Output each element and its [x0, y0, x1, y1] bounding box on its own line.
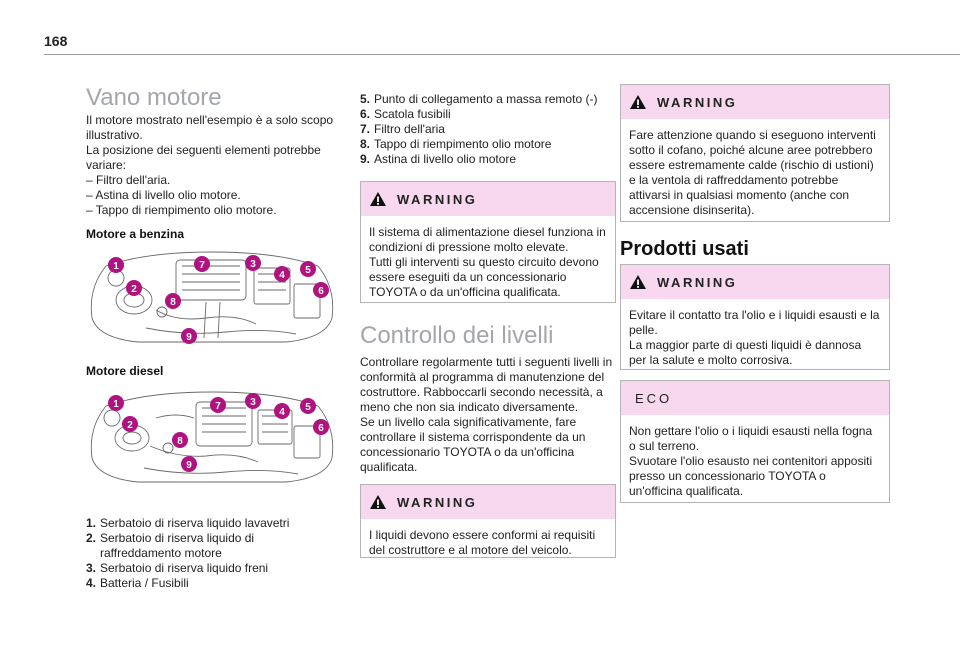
callout-badge: 2	[127, 420, 133, 431]
list-item-text: Serbatoio di riserva liquido lavavetri	[100, 516, 290, 530]
list-item-number: 9.	[360, 152, 371, 166]
warning-text: Tutti gli interventi su questo circuito …	[369, 255, 599, 299]
header-rule	[44, 54, 960, 55]
callout-badge: 5	[305, 402, 311, 413]
levels-paragraph: Se un livello cala significativamente, f…	[360, 415, 586, 474]
list-item-number: 7.	[360, 122, 371, 136]
levels-paragraph: Controllare regolarmente tutti i seguent…	[360, 355, 613, 414]
list-item: 5.Punto di collegamento a massa remoto (…	[360, 92, 616, 107]
petrol-engine-diagram: 1 2 3 4 5 6 7 8 9	[90, 251, 334, 344]
callout-badge: 6	[318, 423, 324, 434]
list-item-text: Astina di livello olio motore	[374, 152, 517, 166]
callout-badge: 4	[279, 270, 285, 281]
warning-box-skin-contact: WARNING Evitare il contatto tra l'olio e…	[620, 264, 890, 370]
callout-badge: 6	[318, 286, 324, 297]
warning-text: I liquidi devono essere conformi ai requ…	[369, 528, 596, 557]
warning-box-body: Il sistema di alimentazione diesel funzi…	[361, 216, 615, 308]
eco-title: ECO	[635, 390, 673, 406]
intro-line: – Tappo di riempimento olio motore.	[86, 203, 277, 217]
warning-triangle-icon	[370, 495, 386, 509]
list-item: 9.Astina di livello olio motore	[360, 152, 616, 167]
list-item: 4.Batteria / Fusibili	[86, 576, 338, 591]
list-item-number: 8.	[360, 137, 371, 151]
list-item: 6.Scatola fusibili	[360, 107, 616, 122]
list-item-number: 1.	[86, 516, 97, 530]
list-item-text: Filtro dell'aria	[374, 122, 445, 136]
section-title-levels: Controllo dei livelli	[360, 322, 554, 349]
callout-badge: 7	[215, 401, 221, 412]
warning-box-header: WARNING	[361, 485, 615, 519]
list-item-text: Scatola fusibili	[374, 107, 451, 121]
warning-title: WARNING	[397, 191, 478, 207]
diesel-engine-heading: Motore diesel	[86, 364, 164, 378]
list-item: 2.Serbatoio di riserva liquido di raffre…	[86, 531, 338, 561]
petrol-engine-heading: Motore a benzina	[86, 227, 185, 241]
section-title-products: Prodotti usati	[620, 238, 749, 260]
list-item-text: Serbatoio di riserva liquido di raffredd…	[100, 531, 255, 560]
warning-title: WARNING	[657, 94, 738, 110]
list-item-number: 4.	[86, 576, 97, 590]
warning-box-body: Fare attenzione quando si eseguono inter…	[621, 119, 889, 226]
diesel-engine-diagram: 1 2 3 4 5 6 7 8 9	[90, 391, 334, 483]
list-item-text: Tappo di riempimento olio motore	[374, 137, 552, 151]
diesel-callouts: 1 2 3 4 5 6 7 8 9	[108, 393, 329, 472]
list-item-number: 6.	[360, 107, 371, 121]
warning-text: La maggior parte di questi liquidi è dan…	[629, 338, 862, 367]
list-item-number: 5.	[360, 92, 371, 106]
callout-badge: 4	[279, 407, 285, 418]
callout-badge: 9	[186, 332, 192, 343]
warning-box-fluids: WARNING I liquidi devono essere conformi…	[360, 484, 616, 558]
warning-triangle-icon	[370, 192, 386, 206]
eco-box-header: ECO	[621, 381, 889, 415]
callout-badge: 7	[199, 260, 205, 271]
intro-line: Il motore mostrato nell'esempio è a solo…	[86, 113, 334, 142]
warning-box-diesel: WARNING Il sistema di alimentazione dies…	[360, 181, 616, 303]
eco-text: Svuotare l'olio esausto nei contenitori …	[629, 454, 873, 498]
list-item: 3.Serbatoio di riserva liquido freni	[86, 561, 338, 576]
list-item-text: Batteria / Fusibili	[100, 576, 189, 590]
warning-title: WARNING	[397, 494, 478, 510]
levels-text: Controllare regolarmente tutti i seguent…	[360, 355, 616, 475]
intro-text: Il motore mostrato nell'esempio è a solo…	[86, 113, 338, 218]
intro-line: La posizione dei seguenti elementi potre…	[86, 143, 321, 172]
callout-badge: 3	[250, 397, 256, 408]
list-item: 7.Filtro dell'aria	[360, 122, 616, 137]
warning-box-header: WARNING	[621, 265, 889, 299]
page-number: 168	[44, 33, 68, 49]
warning-text: Evitare il contatto tra l'olio e i liqui…	[629, 308, 880, 337]
list-item-number: 2.	[86, 531, 97, 545]
section-title-engine-bay: Vano motore	[86, 84, 222, 111]
warning-box-hot-areas: WARNING Fare attenzione quando si eseguo…	[620, 84, 890, 222]
eco-box-body: Non gettare l'olio o i liquidi esausti n…	[621, 415, 889, 507]
warning-triangle-icon	[630, 95, 646, 109]
intro-line: – Astina di livello olio motore.	[86, 188, 241, 202]
callout-badge: 3	[250, 259, 256, 270]
warning-title: WARNING	[657, 274, 738, 290]
warning-text: Fare attenzione quando si eseguono inter…	[629, 128, 876, 217]
warning-box-body: Evitare il contatto tra l'olio e i liqui…	[621, 299, 889, 376]
list-item-text: Serbatoio di riserva liquido freni	[100, 561, 269, 575]
callout-badge: 1	[113, 261, 119, 272]
eco-text: Non gettare l'olio o i liquidi esausti n…	[629, 424, 873, 453]
warning-triangle-icon	[630, 275, 646, 289]
callout-badge: 9	[186, 460, 192, 471]
callout-badge: 2	[131, 284, 137, 295]
list-item-text: Punto di collegamento a massa remoto (-)	[374, 92, 598, 106]
callout-badge: 8	[177, 436, 183, 447]
warning-box-body: I liquidi devono essere conformi ai requ…	[361, 519, 615, 566]
list-item-number: 3.	[86, 561, 97, 575]
callout-badge: 8	[170, 297, 176, 308]
list-item: 1.Serbatoio di riserva liquido lavavetri	[86, 516, 338, 531]
component-list-5-9: 5.Punto di collegamento a massa remoto (…	[360, 92, 616, 167]
petrol-callouts: 1 2 3 4 5 6 7 8 9	[108, 255, 329, 344]
list-item: 8.Tappo di riempimento olio motore	[360, 137, 616, 152]
intro-line: – Filtro dell'aria.	[86, 173, 171, 187]
callout-badge: 5	[305, 265, 311, 276]
callout-badge: 1	[113, 399, 119, 410]
warning-text: Il sistema di alimentazione diesel funzi…	[369, 225, 606, 254]
component-list-1-4: 1.Serbatoio di riserva liquido lavavetri…	[86, 516, 338, 591]
warning-box-header: WARNING	[361, 182, 615, 216]
eco-box: ECO Non gettare l'olio o i liquidi esaus…	[620, 380, 890, 503]
warning-box-header: WARNING	[621, 85, 889, 119]
